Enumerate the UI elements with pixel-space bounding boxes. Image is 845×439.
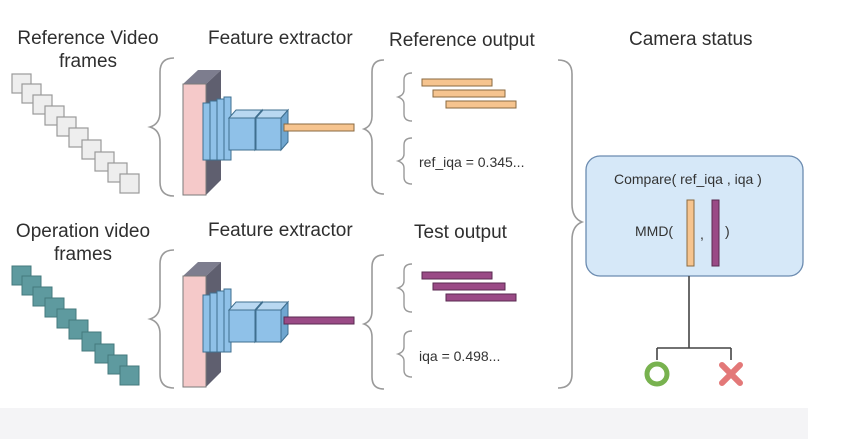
decision-lines — [656, 276, 732, 360]
bottom-strip — [0, 408, 808, 439]
feature-extractor-top-label: Feature extractor — [208, 28, 353, 49]
mmd-comma: , — [700, 226, 704, 242]
brace-small-test-features — [395, 263, 413, 313]
mmd-ref-bar — [686, 199, 695, 267]
operation-frames-label-line1: Operation video — [15, 221, 151, 242]
reference-frames-label: Reference Video frames — [8, 27, 168, 73]
feature-extractor-bottom-label: Feature extractor — [208, 220, 353, 241]
mmd-open: MMD( — [635, 223, 674, 239]
reference-frames-label-line2: frames — [58, 51, 118, 72]
mmd-close: ) — [725, 223, 730, 239]
compare-expression: Compare( ref_iqa , iqa ) — [614, 171, 762, 187]
test-output-label: Test output — [414, 222, 507, 243]
reference-frames-stack — [11, 73, 140, 194]
feature-extractor-top — [182, 70, 355, 196]
reference-output-label: Reference output — [389, 30, 535, 51]
brace-merge-right — [557, 59, 585, 389]
operation-frames-stack — [11, 265, 140, 386]
camera-status-label: Camera status — [629, 29, 753, 50]
test-feature-bars — [421, 271, 517, 302]
brace-output-top-left — [361, 59, 385, 195]
circle-ok-icon — [644, 361, 670, 387]
brace-small-iqa — [395, 330, 413, 378]
ref-iqa-value: ref_iqa = 0.345... — [419, 154, 525, 170]
feature-extractor-bottom — [182, 262, 355, 388]
iqa-value: iqa = 0.498... — [419, 348, 501, 364]
cross-fail-icon — [719, 362, 743, 386]
operation-frames-label: Operation video frames — [2, 220, 164, 266]
brace-small-ref-iqa — [395, 137, 413, 185]
mmd-test-bar — [711, 199, 720, 267]
reference-frames-label-line1: Reference Video — [17, 28, 159, 49]
brace-small-ref-features — [395, 72, 413, 122]
brace-extractor-bottom — [147, 249, 175, 389]
reference-feature-bars — [421, 78, 517, 109]
brace-output-bottom-left — [361, 254, 385, 390]
operation-frames-label-line2: frames — [53, 244, 113, 265]
brace-extractor-top — [147, 57, 175, 197]
